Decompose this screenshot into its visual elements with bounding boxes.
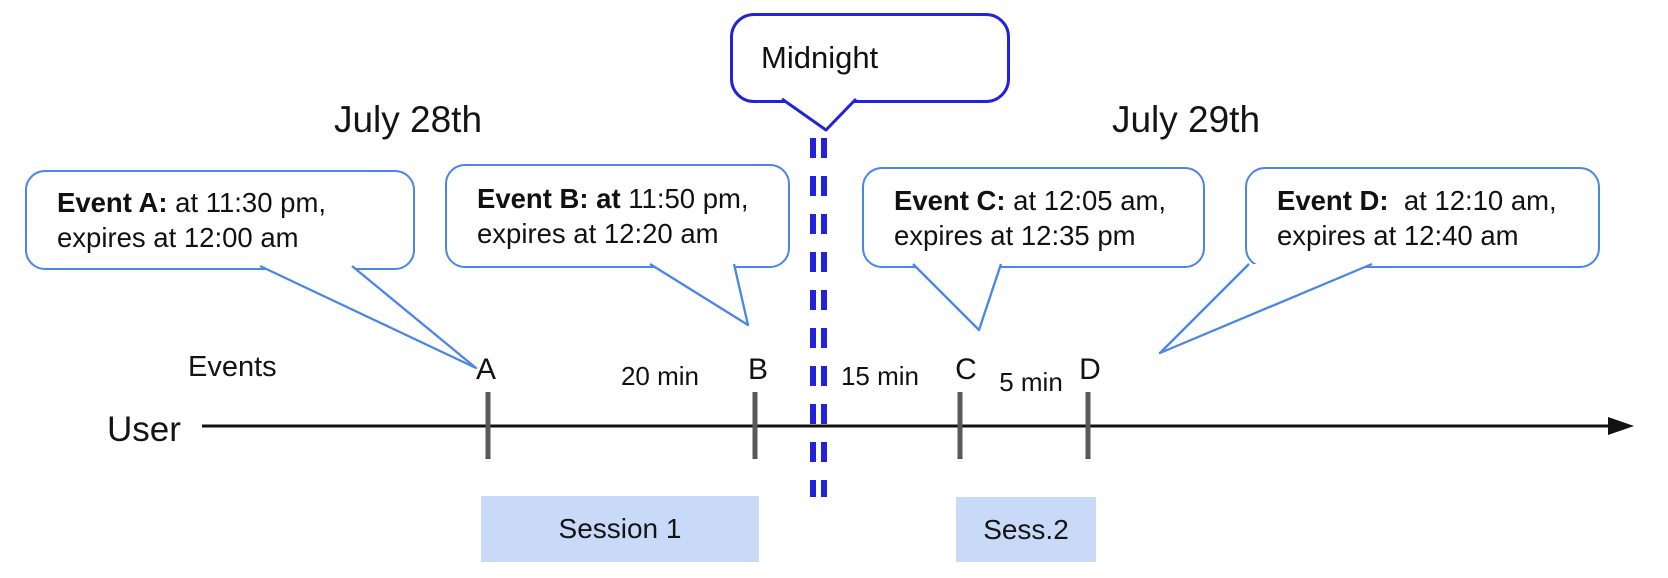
event-d-line1: Event D: at 12:10 am, <box>1277 184 1557 216</box>
event-d-line2: expires at 12:40 am <box>1277 219 1519 251</box>
session-1-box: Session 1 <box>481 496 759 562</box>
event-b-line1: Event B: at 11:50 pm, <box>477 183 749 214</box>
event-c-tail-icon <box>912 263 1003 332</box>
interval-label-15min: 15 min <box>840 361 920 391</box>
event-a-line1: Event A: at 11:30 pm, <box>57 187 327 218</box>
interval-label-20min: 20 min <box>620 361 700 391</box>
event-a-callout: Event A: at 11:30 pm, expires at 12:00 a… <box>25 170 415 270</box>
midnight-pointer-icon <box>781 97 858 132</box>
session-2-label: Sess.2 <box>983 513 1069 545</box>
event-c-tail-fill <box>913 264 1001 330</box>
event-c-line2: expires at 12:35 pm <box>894 219 1136 251</box>
date-heading-july-29: July 29th <box>1111 99 1261 140</box>
tick-label-c: C <box>955 353 977 386</box>
tick-label-d: D <box>1079 353 1101 386</box>
midnight-pointer-fill <box>782 99 856 130</box>
date-heading-july-28: July 28th <box>333 99 483 140</box>
tick-label-a: A <box>475 353 496 386</box>
event-d-tail-icon <box>1158 262 1373 355</box>
midnight-label: Midnight <box>761 40 879 75</box>
tick-label-b: B <box>747 353 768 386</box>
session-1-label: Session 1 <box>558 513 682 544</box>
event-a-tail-icon <box>259 264 478 370</box>
event-b-line2: expires at 12:20 am <box>477 218 719 249</box>
event-b-callout: Event B: at 11:50 pm, expires at 12:20 a… <box>445 164 790 268</box>
event-d-callout: Event D: at 12:10 am, expires at 12:40 a… <box>1245 167 1600 268</box>
event-c-line1: Event C: at 12:05 am, <box>894 184 1167 216</box>
event-b-tail-icon <box>649 263 750 327</box>
session-2-box: Sess.2 <box>956 497 1096 562</box>
midnight-callout: Midnight <box>730 13 1010 103</box>
event-c-callout: Event C: at 12:05 am, expires at 12:35 p… <box>862 167 1205 268</box>
midnight-dashed-line-right <box>821 138 827 497</box>
interval-label-5min: 5 min <box>999 367 1063 397</box>
timeline-arrowhead-icon <box>1608 417 1634 435</box>
event-a-line2: expires at 12:00 am <box>57 222 299 253</box>
events-row-label: Events <box>188 351 277 383</box>
user-axis-label: User <box>107 410 181 449</box>
midnight-dashed-line-left <box>810 138 816 497</box>
event-a-tail-fill <box>260 266 476 368</box>
event-d-tail-fill <box>1160 264 1372 353</box>
event-b-tail-fill <box>650 264 748 325</box>
